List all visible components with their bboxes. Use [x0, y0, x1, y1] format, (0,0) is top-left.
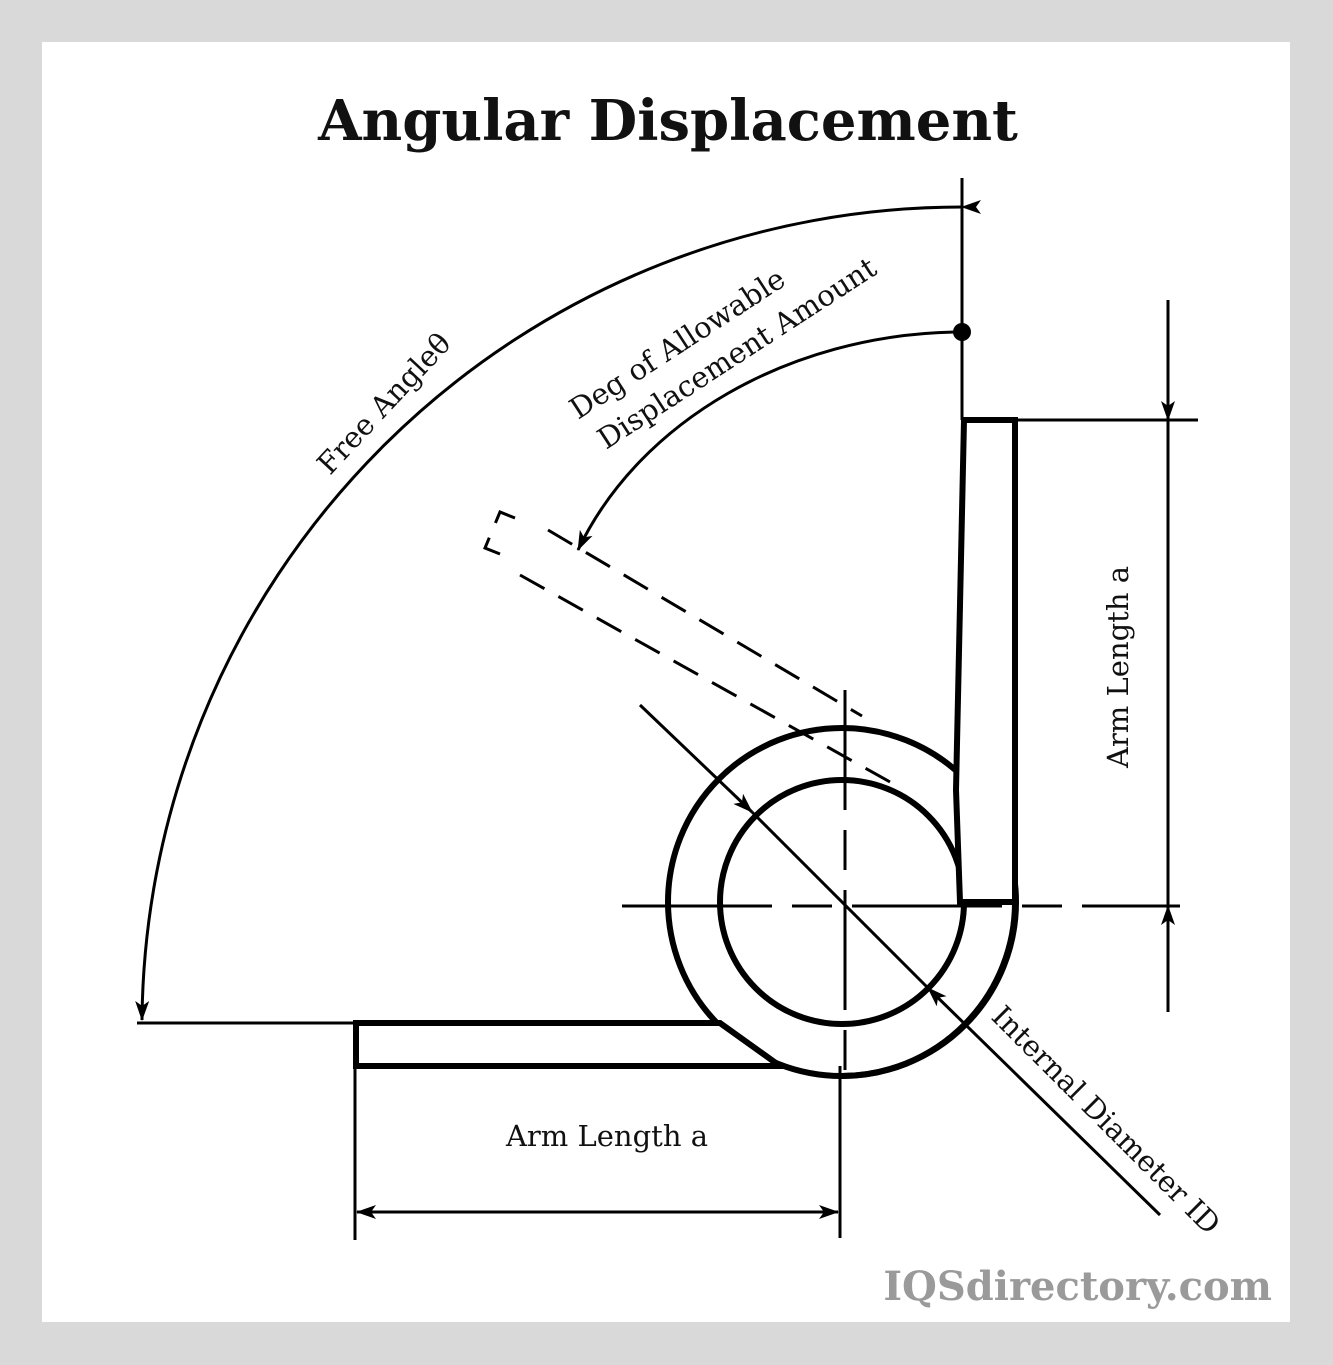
- id-line: [750, 810, 932, 992]
- displacement-arc: [576, 330, 956, 551]
- center-crosshair: [622, 690, 1180, 1080]
- horizontal-arm: [353, 1020, 790, 1069]
- page-title: Angular Displacement: [317, 88, 1018, 154]
- displaced-arm-dashed: [483, 510, 891, 784]
- internal-diameter-label: Internal Diameter ID: [985, 999, 1227, 1241]
- free-angle-label: Free Angleθ: [310, 326, 457, 481]
- id-arrow-inner: [926, 986, 1162, 1217]
- free-angle-arc: [135, 199, 982, 1021]
- watermark-logo: IQSdirectory.com: [883, 1263, 1272, 1310]
- arm-length-horizontal-label: Arm Length a: [505, 1119, 708, 1153]
- arm-length-vertical-label: Arm Length a: [1101, 566, 1135, 769]
- id-arrow-outer: [638, 703, 754, 814]
- displacement-start-dot: [953, 323, 971, 341]
- vertical-arm: [952, 417, 1018, 905]
